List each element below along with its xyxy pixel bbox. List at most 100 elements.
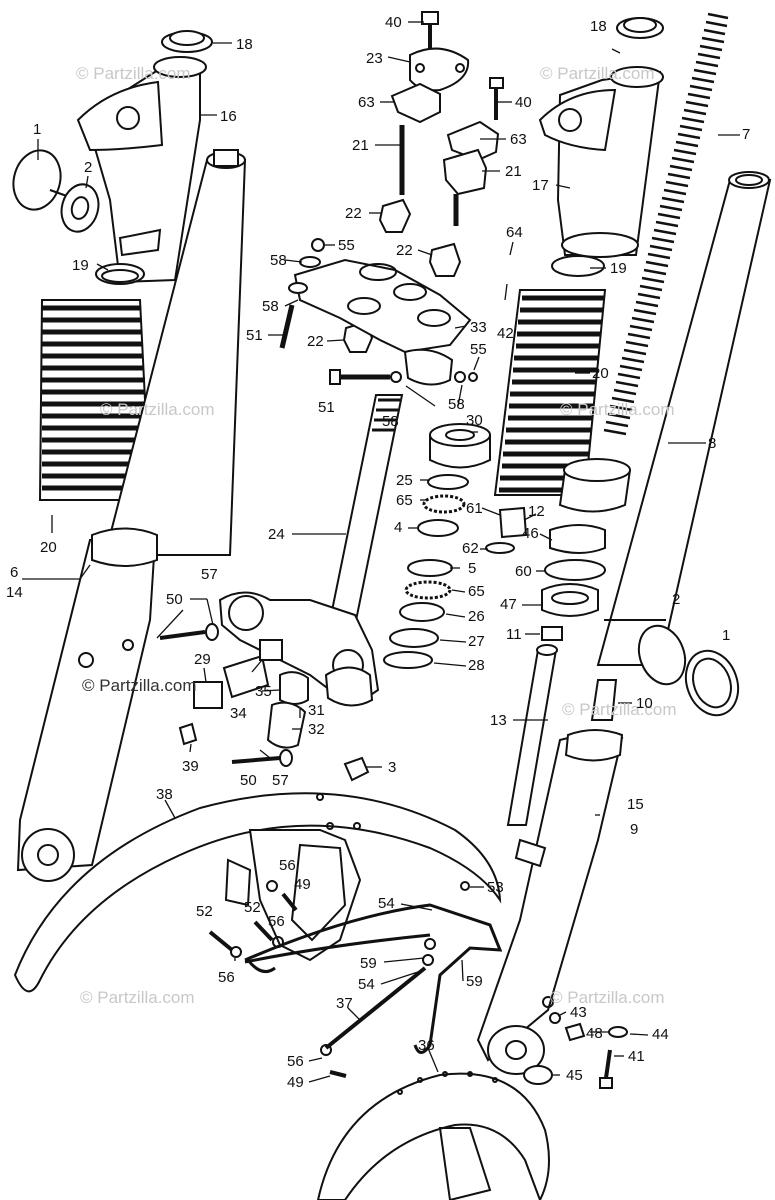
callout-13: 13 <box>490 712 507 729</box>
callout-2: 2 <box>672 591 681 608</box>
callout-59: 59 <box>360 955 377 972</box>
slider-left <box>16 527 158 882</box>
callout-24: 24 <box>268 526 285 543</box>
callout-60: 60 <box>515 563 532 580</box>
callout-44: 44 <box>652 1026 669 1043</box>
watermark: © Partzilla.com <box>82 676 197 695</box>
top-bridge <box>279 238 478 386</box>
callout-63: 63 <box>358 94 375 111</box>
callout-29: 29 <box>194 651 211 668</box>
callout-8: 8 <box>708 435 717 452</box>
callout-49: 49 <box>294 876 311 893</box>
callout-58: 58 <box>270 252 287 269</box>
callout-9: 9 <box>630 821 639 838</box>
callout-22: 22 <box>396 242 413 259</box>
callout-4: 4 <box>394 519 403 536</box>
fender-36 <box>316 1071 550 1200</box>
callout-22: 22 <box>345 205 362 222</box>
watermark: © Partzilla.com <box>80 988 195 1007</box>
fork-cover-left <box>76 56 207 284</box>
callout-12: 12 <box>528 503 545 520</box>
callout-64: 64 <box>506 224 523 241</box>
callout-17: 17 <box>532 177 549 194</box>
callout-38: 38 <box>156 786 173 803</box>
callout-35: 35 <box>255 683 272 700</box>
callout-52: 52 <box>196 903 213 920</box>
callout-36: 36 <box>418 1037 435 1054</box>
watermark: © Partzilla.com <box>562 700 677 719</box>
callout-48: 48 <box>586 1025 603 1042</box>
callout-18: 18 <box>590 18 607 35</box>
callout-33: 33 <box>470 319 487 336</box>
headlight-discs-right <box>637 624 740 717</box>
bearing-stack <box>383 423 491 669</box>
disc-2-left <box>60 183 100 233</box>
callout-23: 23 <box>366 50 383 67</box>
callout-21: 21 <box>352 137 369 154</box>
watermark: © Partzilla.com <box>76 64 191 83</box>
callout-20: 20 <box>592 365 609 382</box>
callout-55: 55 <box>470 341 487 358</box>
callout-56: 56 <box>279 857 296 874</box>
callout-31: 31 <box>308 702 325 719</box>
callout-54: 54 <box>378 895 395 912</box>
callout-49: 49 <box>287 1074 304 1091</box>
callout-21: 21 <box>505 163 522 180</box>
callout-20: 20 <box>40 539 57 556</box>
callout-45: 45 <box>566 1067 583 1084</box>
callout-27: 27 <box>468 633 485 650</box>
inner-tube-left <box>103 149 247 556</box>
callout-51: 51 <box>318 399 335 416</box>
callout-3: 3 <box>388 759 397 776</box>
left-fork-assembly <box>12 30 247 882</box>
callout-50: 50 <box>240 772 257 789</box>
steering-stem <box>218 394 404 707</box>
callout-40: 40 <box>515 94 532 111</box>
callout-19: 19 <box>72 257 89 274</box>
callout-56: 56 <box>218 969 235 986</box>
callout-51: 51 <box>246 327 263 344</box>
callout-14: 14 <box>6 584 23 601</box>
callout-26: 26 <box>468 608 485 625</box>
callout-2: 2 <box>84 159 93 176</box>
callout-15: 15 <box>627 796 644 813</box>
right-fork-assembly <box>476 12 772 1089</box>
callout-5: 5 <box>468 560 477 577</box>
callout-25: 25 <box>396 472 413 489</box>
callout-37: 37 <box>336 995 353 1012</box>
callout-65: 65 <box>468 583 485 600</box>
callout-59: 59 <box>466 973 483 990</box>
callout-53: 53 <box>487 879 504 896</box>
callout-6: 6 <box>10 564 19 581</box>
callout-57: 57 <box>201 566 218 583</box>
callout-42: 42 <box>497 325 514 342</box>
callout-63: 63 <box>510 131 527 148</box>
callout-58: 58 <box>448 396 465 413</box>
callout-43: 43 <box>570 1004 587 1021</box>
callout-28: 28 <box>468 657 485 674</box>
watermark: © Partzilla.com <box>560 400 675 419</box>
callout-16: 16 <box>220 108 237 125</box>
callout-30: 30 <box>466 412 483 429</box>
callout-32: 32 <box>308 721 325 738</box>
cap-18-left <box>161 30 213 53</box>
watermark: © Partzilla.com <box>540 64 655 83</box>
callout-57: 57 <box>272 772 289 789</box>
boot-20-left <box>38 299 152 501</box>
callout-52: 52 <box>244 899 261 916</box>
callout-18: 18 <box>236 36 253 53</box>
callout-65: 65 <box>396 492 413 509</box>
callout-54: 54 <box>358 976 375 993</box>
callout-46: 46 <box>522 525 539 542</box>
callout-41: 41 <box>628 1048 645 1065</box>
callout-61: 61 <box>466 500 483 517</box>
watermark: © Partzilla.com <box>550 988 665 1007</box>
callout-1: 1 <box>722 627 731 644</box>
callout-34: 34 <box>230 705 247 722</box>
callout-47: 47 <box>500 596 517 613</box>
fender-stay <box>208 880 503 1054</box>
watermark: © Partzilla.com <box>100 400 215 419</box>
lower-bracket-parts <box>159 623 370 782</box>
